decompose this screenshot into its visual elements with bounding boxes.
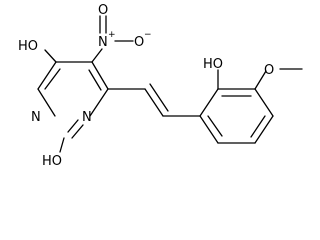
label-phenol-oh: HO [203,57,223,72]
bond-b4-b5 [254,115,274,144]
label-nitro-n: N [98,35,108,50]
label-nitro-o-right-charge: − [144,30,152,40]
label-nitro-o-right: O [134,35,144,50]
benzene-ring [199,68,303,144]
label-nitro-n-charge: + [108,30,116,40]
molecule-drawing: HO N N HO N + O − O HO O [18,3,303,169]
bond-b6-b1-inner [207,115,223,137]
bond-c4-oh [44,49,57,63]
label-nitro-o-top: O [98,3,108,18]
bond-b3-b4 [254,88,274,117]
bond-n3-c4 [37,61,57,90]
bond-n1-c2-inner [67,119,79,133]
nitro-group [91,15,134,63]
label-oh-bottom-left: HO [42,154,62,169]
label-methoxy-o: O [264,63,274,78]
bond-vinyl-double [144,88,164,117]
bond-c2-n3 [37,88,56,117]
bond-c5-nitro [91,48,103,63]
bond-b3-methoxy-o [254,70,267,90]
bond-c5-c6 [91,61,109,90]
structure-canvas: HO N N HO N + O − O HO O [18,3,303,169]
label-nitrogen-lower: N [82,110,92,125]
bond-b6-b1 [199,115,219,144]
pyrimidine-ring [37,49,109,153]
vinyl-linker [107,83,201,117]
bond-b4-b5-inner [250,115,266,138]
bond-b1-b2 [199,88,219,117]
label-oh-top-left: HO [18,39,38,54]
bond-n1-c2 [71,124,84,139]
bond-n3-c4-inner [44,68,61,90]
bond-vinyl-double-inner [149,83,169,112]
bond-c5-c6-inner [88,69,102,91]
label-nitrogen-upper: N [31,110,41,125]
bond-c2-oh [59,137,65,153]
bond-c6-n1 [89,88,109,117]
